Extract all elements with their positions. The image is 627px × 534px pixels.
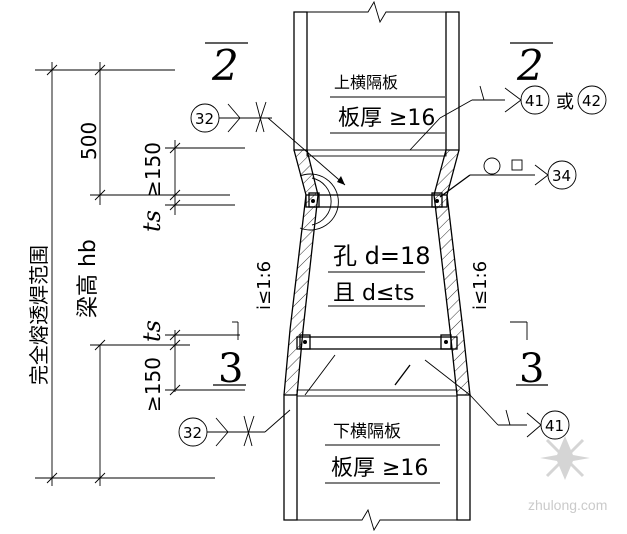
watermark: zhulong.com [528, 436, 607, 513]
hole-note-line1: 孔 d=18 [333, 242, 431, 270]
lower-plate-name: 下横隔板 [333, 422, 401, 442]
bottom-flange-plate [296, 336, 458, 350]
left-wall-upper [293, 11, 308, 151]
stud-br [440, 334, 452, 350]
section-label-3-left: 3 [218, 346, 243, 392]
dim-ts-top: ts [138, 210, 166, 232]
dim-beam-height: 梁高 hb [76, 239, 101, 318]
lower-diaphragm-plate [296, 389, 458, 397]
weld-ref-32-bottom: 32 [183, 424, 202, 442]
hole-note: 孔 d=18 且 d≤ts [328, 242, 431, 307]
column-walls [283, 0, 471, 532]
dim-full-weld-range: 完全熔透焊范围 [27, 245, 51, 385]
weld-circle-42-top [577, 85, 607, 115]
dim-500: 500 [77, 122, 101, 160]
right-wall-lower [456, 394, 471, 521]
weld-ref-42-top: 42 [582, 92, 601, 110]
break-mark-bottom [290, 508, 464, 532]
weld-ref-or: 或 [556, 92, 574, 113]
dim-ge150-bottom: ≥150 [141, 357, 165, 412]
slope-left: i≤1:6 [254, 261, 275, 310]
plate-labels: 上横隔板 板厚 ≥16 下横隔板 板厚 ≥16 [325, 73, 445, 484]
break-mark-top [300, 0, 452, 24]
section-label-2-left: 2 [211, 41, 239, 90]
right-wall-taper-fill [434, 150, 470, 395]
weld-ref-41-top: 41 [525, 92, 544, 110]
upper-diaphragm-plate [306, 149, 447, 157]
section-cuts: 2 2 3 3 [205, 41, 553, 392]
stud-tl [308, 192, 320, 208]
diaphragms [296, 149, 458, 397]
section-label-3-right: 3 [519, 346, 544, 392]
left-wall-taper-fill [284, 150, 318, 395]
hole-note-line2: 且 d≤ts [333, 281, 414, 306]
dimensions: 500 ≥150 ts ts ≥150 梁高 hb 完全熔透焊范围 [27, 62, 245, 486]
stud-tr [431, 192, 443, 208]
dim-ts-bottom: ts [138, 320, 166, 342]
upper-plate-name: 上横隔板 [334, 73, 398, 92]
section-label-2-right: 2 [516, 41, 544, 90]
watermark-text: zhulong.com [528, 497, 607, 513]
weld-symbols: 32 41 或 42 34 32 41 [178, 85, 607, 447]
stud-bl [299, 334, 311, 350]
right-wall-upper [445, 11, 460, 151]
weld-ref-32-top: 32 [195, 110, 214, 128]
watermark-logo-icon [540, 436, 590, 480]
lower-plate-thickness: 板厚 ≥16 [331, 456, 428, 481]
weld-ref-34: 34 [552, 167, 571, 185]
weld-arc-left [311, 177, 332, 226]
weld-ref-41-bottom: 41 [545, 417, 564, 435]
dim-ge150-top: ≥150 [141, 142, 165, 197]
top-flange-plate [305, 194, 448, 208]
slope-right: i≤1:6 [470, 261, 491, 310]
upper-plate-thickness: 板厚 ≥16 [338, 106, 435, 131]
leader-lines [264, 117, 499, 433]
